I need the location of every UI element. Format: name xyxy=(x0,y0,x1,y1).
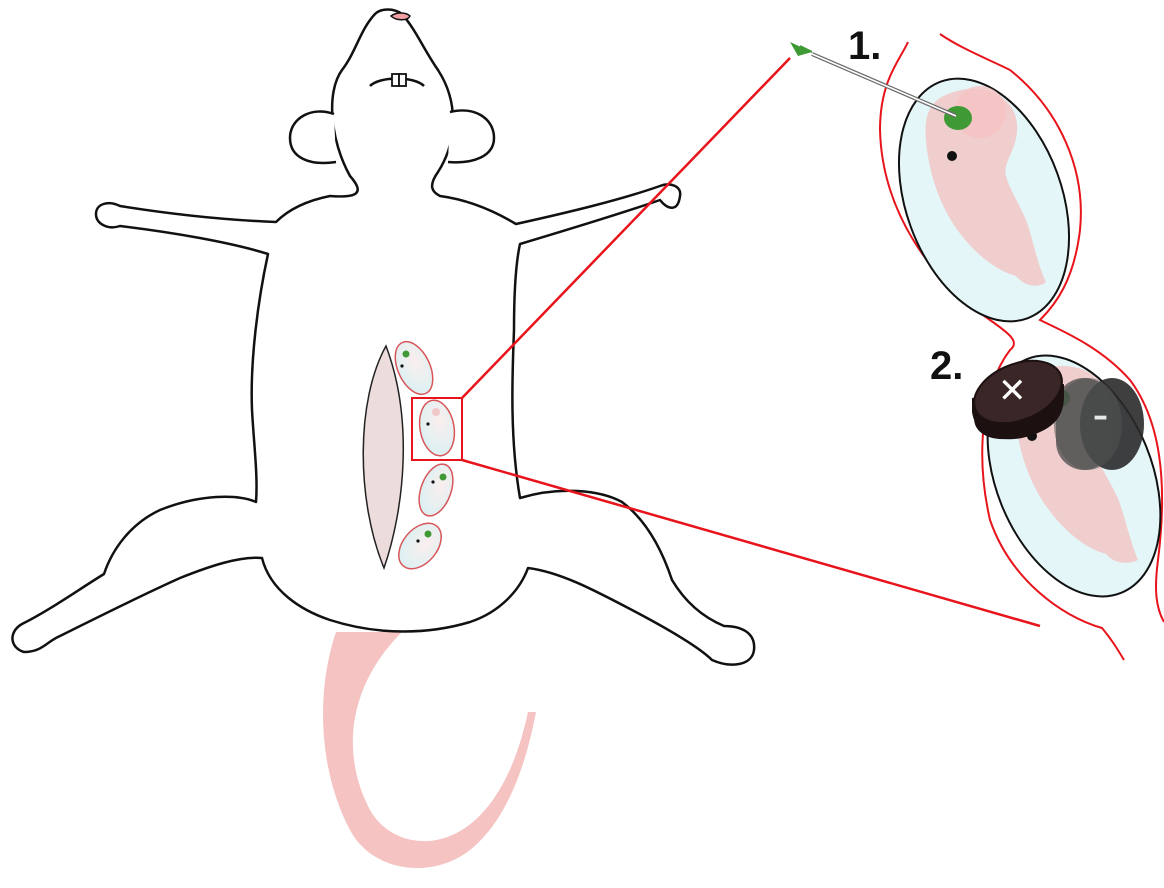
step-1-label: 1. xyxy=(848,26,881,66)
right-ear xyxy=(448,110,494,162)
needle-arrow-icon xyxy=(790,42,812,56)
mouse-tooth-right xyxy=(399,74,406,86)
left-ear xyxy=(290,111,336,163)
mouse-tooth-left xyxy=(392,74,399,86)
positive-electrode-symbol: ✕ xyxy=(998,374,1027,408)
step-2-label: 2. xyxy=(930,346,963,386)
embryo-1-injection-site xyxy=(944,106,972,130)
mouse-nose xyxy=(391,13,410,20)
embryo-1-eye xyxy=(947,151,957,161)
negative-electrode-symbol: – xyxy=(1093,402,1108,432)
mouse-tail xyxy=(323,632,536,868)
magnified-embryo-1 xyxy=(868,55,1101,345)
